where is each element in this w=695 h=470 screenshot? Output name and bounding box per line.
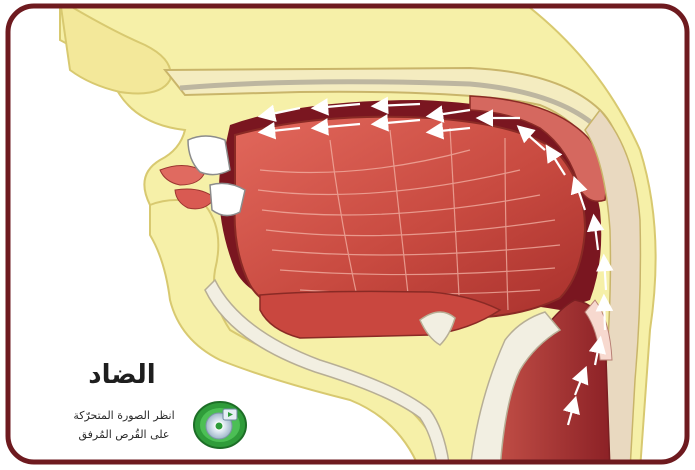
- animation-note-line-1: انظر الصورة المتحرّكة: [58, 406, 190, 425]
- tongue: [235, 117, 585, 318]
- animation-note-line-2: على القُرص المُرفق: [58, 425, 190, 444]
- letter-title: الضاد: [62, 358, 182, 392]
- lower-teeth: [210, 183, 245, 215]
- cd-disc-icon[interactable]: [192, 400, 248, 450]
- animation-note: انظر الصورة المتحرّكة على القُرص المُرفق: [58, 406, 190, 444]
